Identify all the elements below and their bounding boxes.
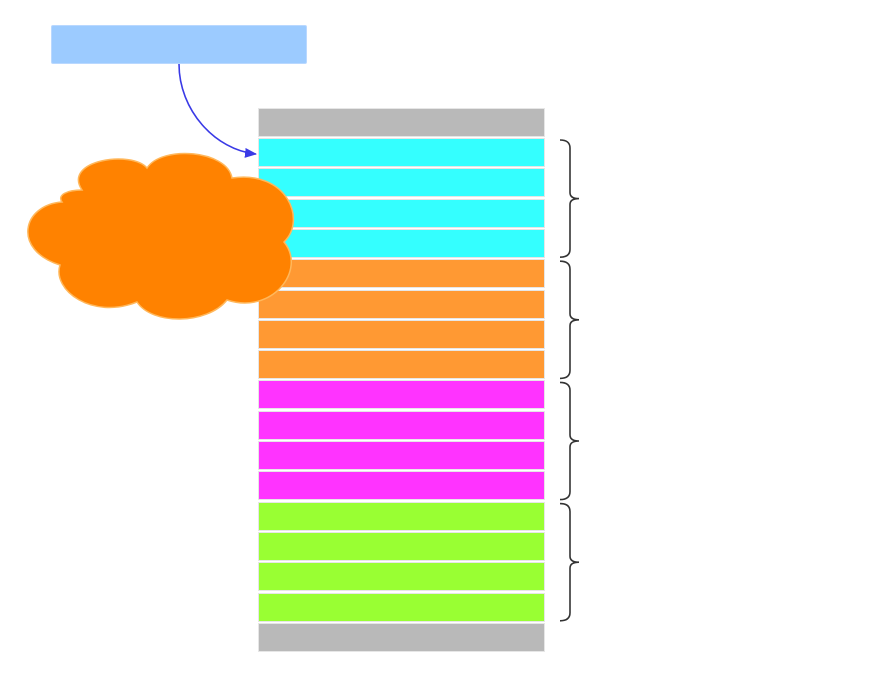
- memory-stack: [258, 108, 545, 653]
- stack-cap-top: [258, 108, 545, 137]
- curly-brace-1: [559, 139, 580, 258]
- label-box: [51, 25, 307, 64]
- cloud-shape: [27, 152, 295, 320]
- stack-row-g1-1: [258, 138, 545, 167]
- stack-row-g2-1: [258, 259, 545, 289]
- stack-row-g3-3: [258, 441, 545, 470]
- stack-row-g2-2: [258, 289, 545, 319]
- stack-cap-bottom: [258, 622, 545, 652]
- stack-row-g1-2: [258, 168, 545, 198]
- stack-row-g4-2: [258, 531, 545, 561]
- stack-row-g4-4: [258, 592, 545, 622]
- curly-brace-3: [559, 381, 580, 501]
- stack-row-g2-4: [258, 350, 545, 380]
- stack-row-g1-4: [258, 228, 545, 258]
- stack-row-g4-1: [258, 501, 545, 531]
- stack-row-g3-1: [258, 380, 545, 410]
- brace-group: [559, 139, 580, 622]
- stack-row-g4-3: [258, 562, 545, 592]
- stack-row-g1-3: [258, 198, 545, 228]
- stack-row-g3-4: [258, 471, 545, 501]
- curly-brace-4: [559, 502, 580, 622]
- stack-row-g3-2: [258, 410, 545, 440]
- curly-brace-2: [559, 260, 580, 380]
- pointer-arrow: [178, 63, 257, 158]
- stack-row-g2-3: [258, 319, 545, 349]
